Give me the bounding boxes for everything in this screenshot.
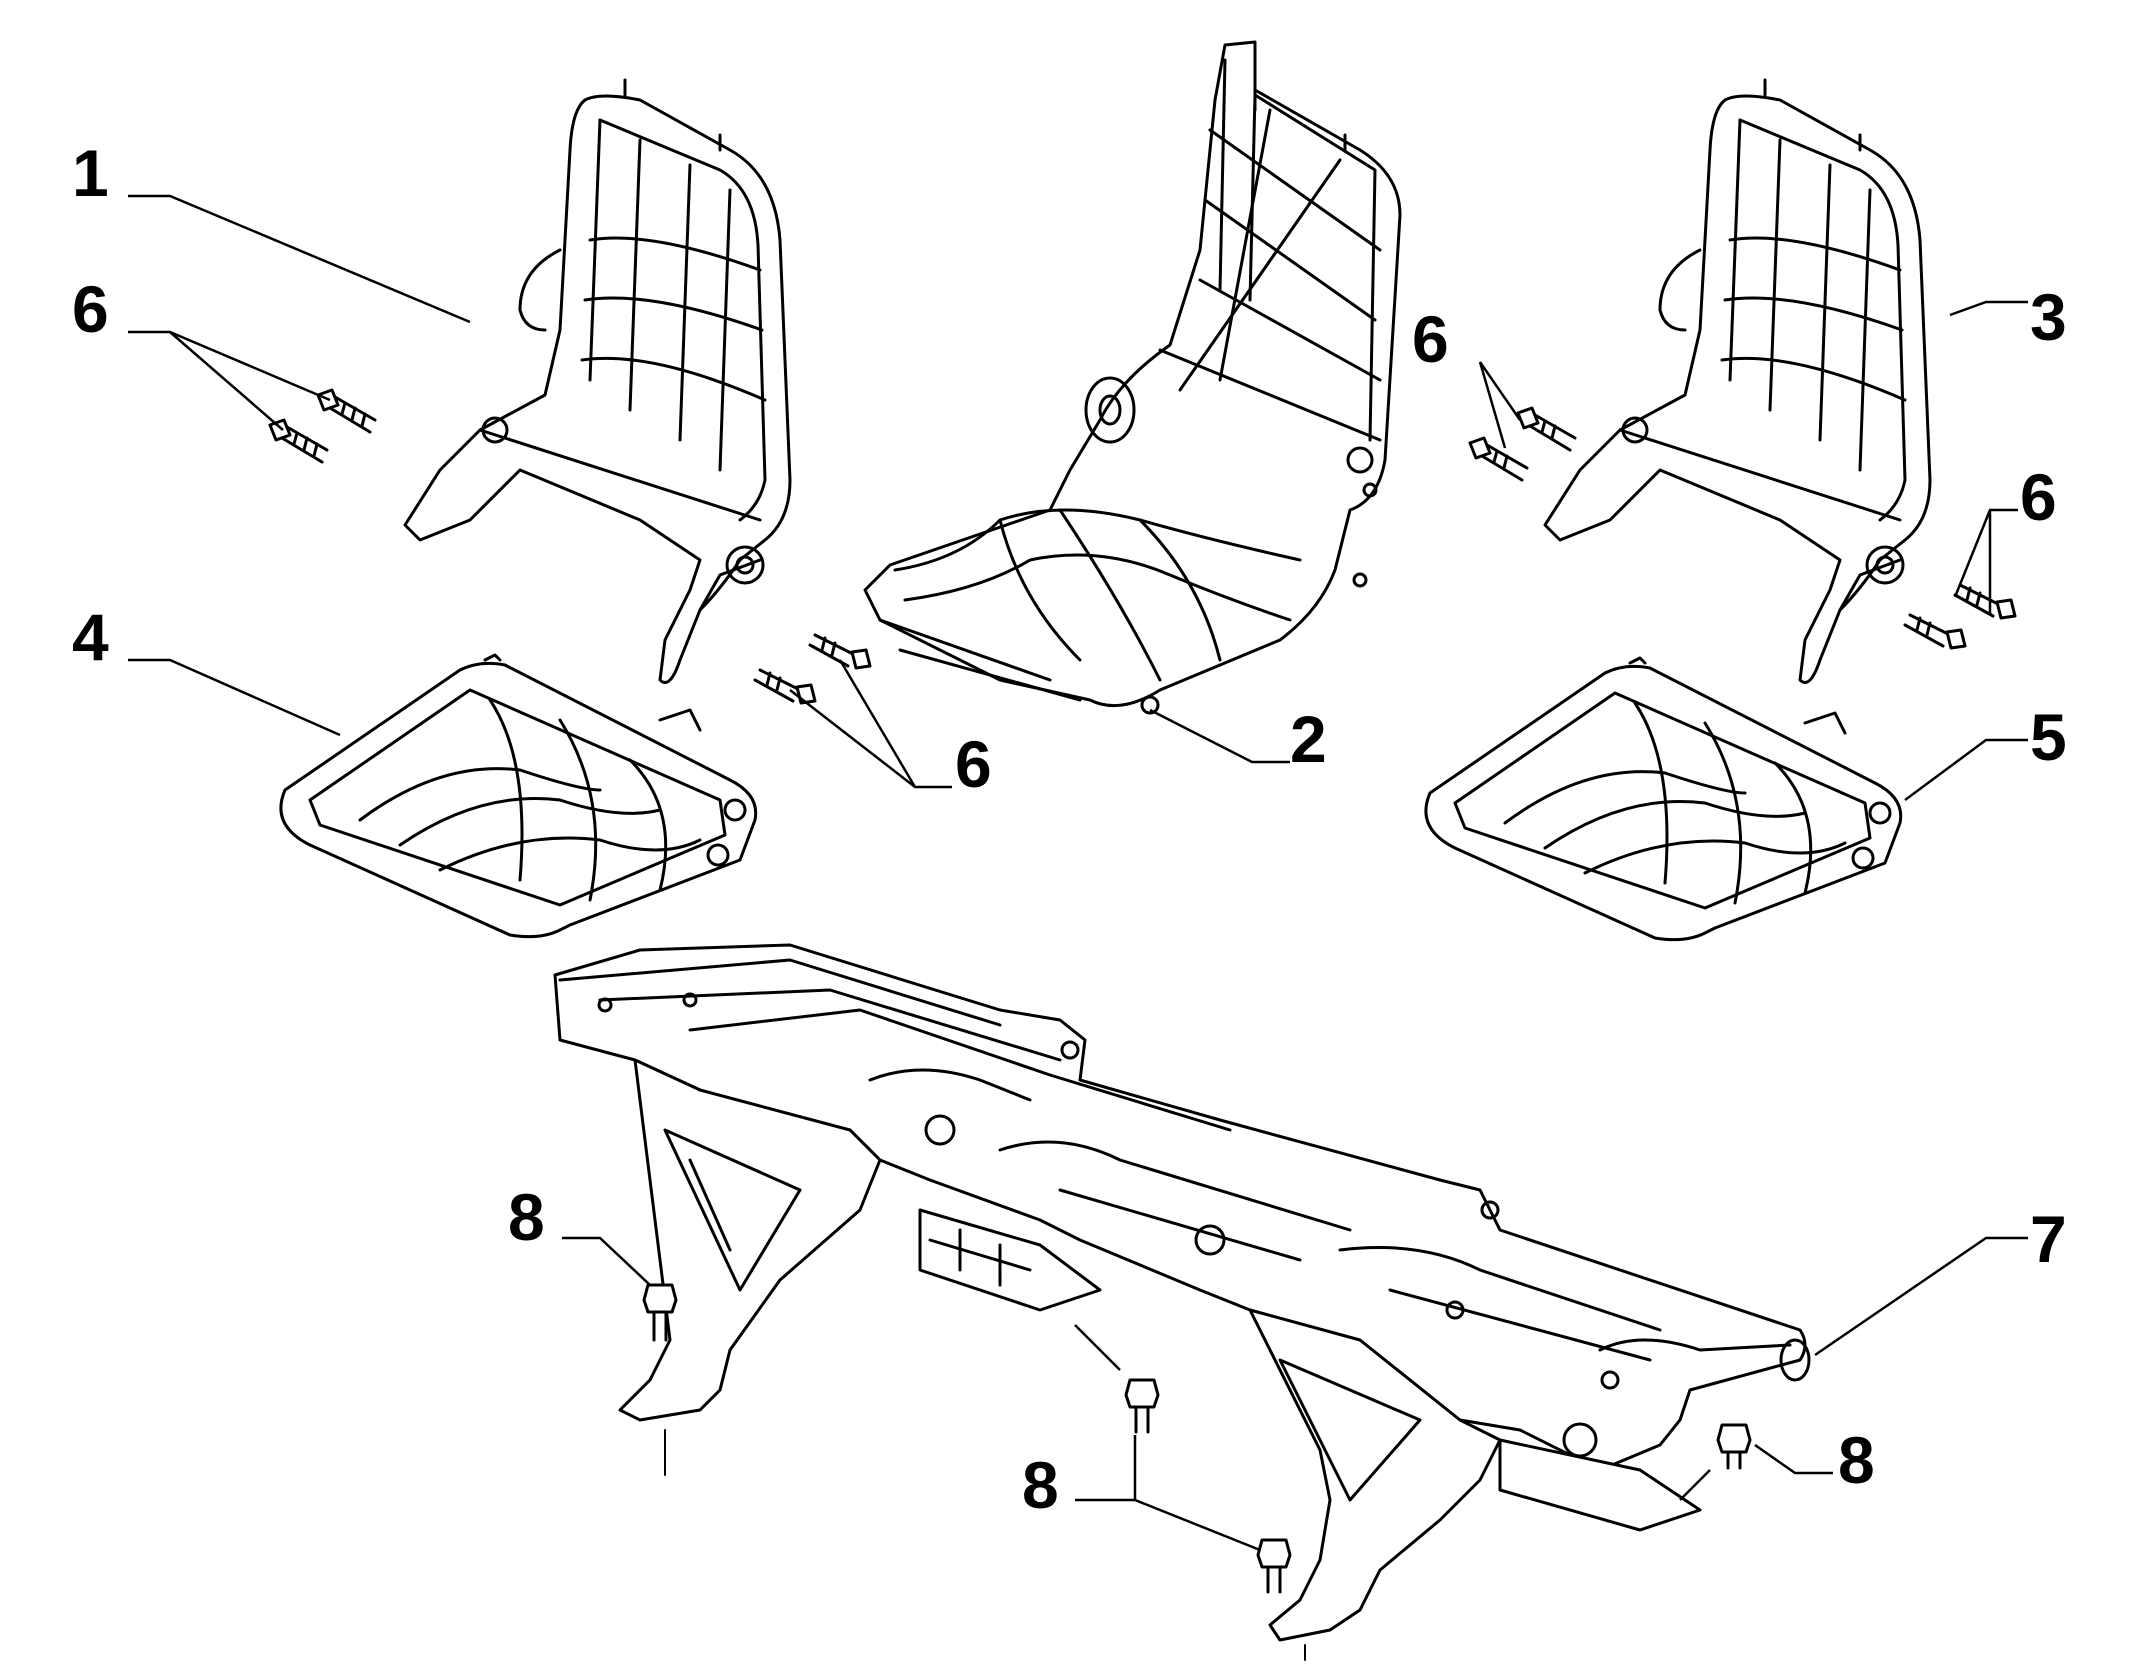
callout-6-center: 6 [955,727,992,801]
seat-base-frame [553,943,1811,1661]
bolt-6-left-lower [268,418,329,464]
center-seat-frame [863,40,1402,715]
callout-6-right: 6 [2020,460,2057,534]
bolt-6-left-upper [316,388,377,434]
callout-4: 4 [72,600,109,674]
bolt-6-right-upper [1516,406,1577,452]
bolt-6-center-upper [808,633,872,670]
callout-5: 5 [2030,700,2067,774]
callout-7: 7 [2030,1202,2067,1276]
bolt-6-far-right-lower [1903,613,1967,650]
bolt-8-right [1716,1423,1752,1470]
bolt-8-left [642,1283,678,1342]
callout-6-left: 6 [72,272,109,346]
callout-2: 2 [1290,702,1327,776]
left-cushion-frame [279,653,758,939]
right-backrest-frame [1543,78,1932,684]
leader-lines [128,194,2028,1552]
callout-8-center: 8 [1022,1448,1059,1522]
right-cushion-frame [1424,656,1903,942]
callout-1: 1 [72,136,109,210]
callout-6-right-upper: 6 [1412,302,1449,376]
left-backrest-frame [403,78,792,684]
bolt-6-right-lower [1468,436,1529,482]
callout-8-right: 8 [1838,1423,1875,1497]
bolt-8-center-upper [1124,1378,1160,1434]
callout-3: 3 [2030,280,2067,354]
bolt-6-center-lower [753,668,817,705]
callout-8-left: 8 [508,1180,545,1254]
bolt-8-center-lower [1256,1538,1292,1594]
bolt-6-far-right-upper [1953,583,2017,620]
